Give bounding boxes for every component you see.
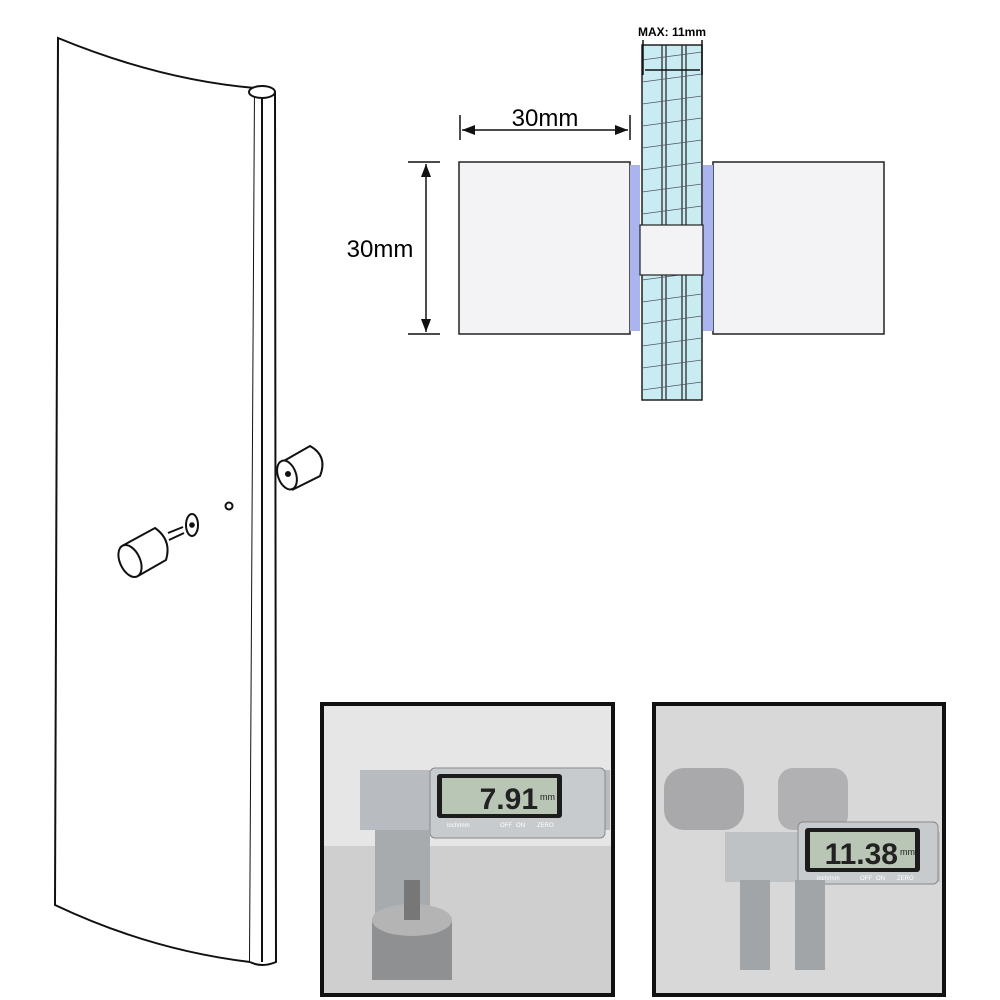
knob-right-icon: [276, 444, 324, 491]
caliper-photo-1: [320, 702, 615, 997]
glass-hatch-line: [641, 139, 703, 149]
glass-hatch-line: [641, 117, 703, 127]
btn-label: OFF: [500, 823, 512, 829]
btn-label: ZERO: [537, 823, 554, 829]
glass-hatch-line: [641, 315, 703, 325]
glass-hatch-line: [641, 183, 703, 193]
reading-2: 11.38: [825, 838, 898, 871]
dimension-lines: [408, 40, 703, 335]
glass-hatch-line: [641, 73, 703, 83]
glass-hatch-line: [641, 161, 703, 171]
height-label: 30mm: [347, 236, 414, 263]
unit-2: mm: [900, 847, 915, 857]
btn-label: ON: [516, 823, 525, 829]
unit-1: mm: [540, 792, 555, 802]
knob-right-section: [712, 161, 885, 335]
btn-label: inch/mm: [447, 823, 470, 829]
btn-label: ON: [876, 876, 885, 882]
btn-label: OFF: [860, 876, 872, 882]
width-label: 30mm: [512, 105, 579, 132]
glass-hatch-line: [641, 359, 703, 369]
glass-hatch-line: [641, 381, 703, 391]
glass-hatch-line: [641, 293, 703, 303]
glass-hatch-line: [641, 51, 703, 61]
knob-left-icon: [117, 513, 199, 578]
max-thickness-label: MAX: 11mm: [638, 25, 706, 39]
glass-hatch-line: [641, 337, 703, 347]
bolt-section: [639, 224, 704, 276]
caliper-photo-2: [652, 702, 946, 997]
reading-1: 7.91: [480, 783, 538, 816]
cross-section-diagram: [458, 44, 885, 401]
btn-label: ZERO: [897, 876, 914, 882]
glass-hatch-line: [641, 95, 703, 105]
shower-door-illustration: [53, 36, 324, 966]
btn-label: inch/mm: [817, 876, 840, 882]
glass-hatch-line: [641, 205, 703, 215]
knob-left-section: [458, 161, 631, 335]
